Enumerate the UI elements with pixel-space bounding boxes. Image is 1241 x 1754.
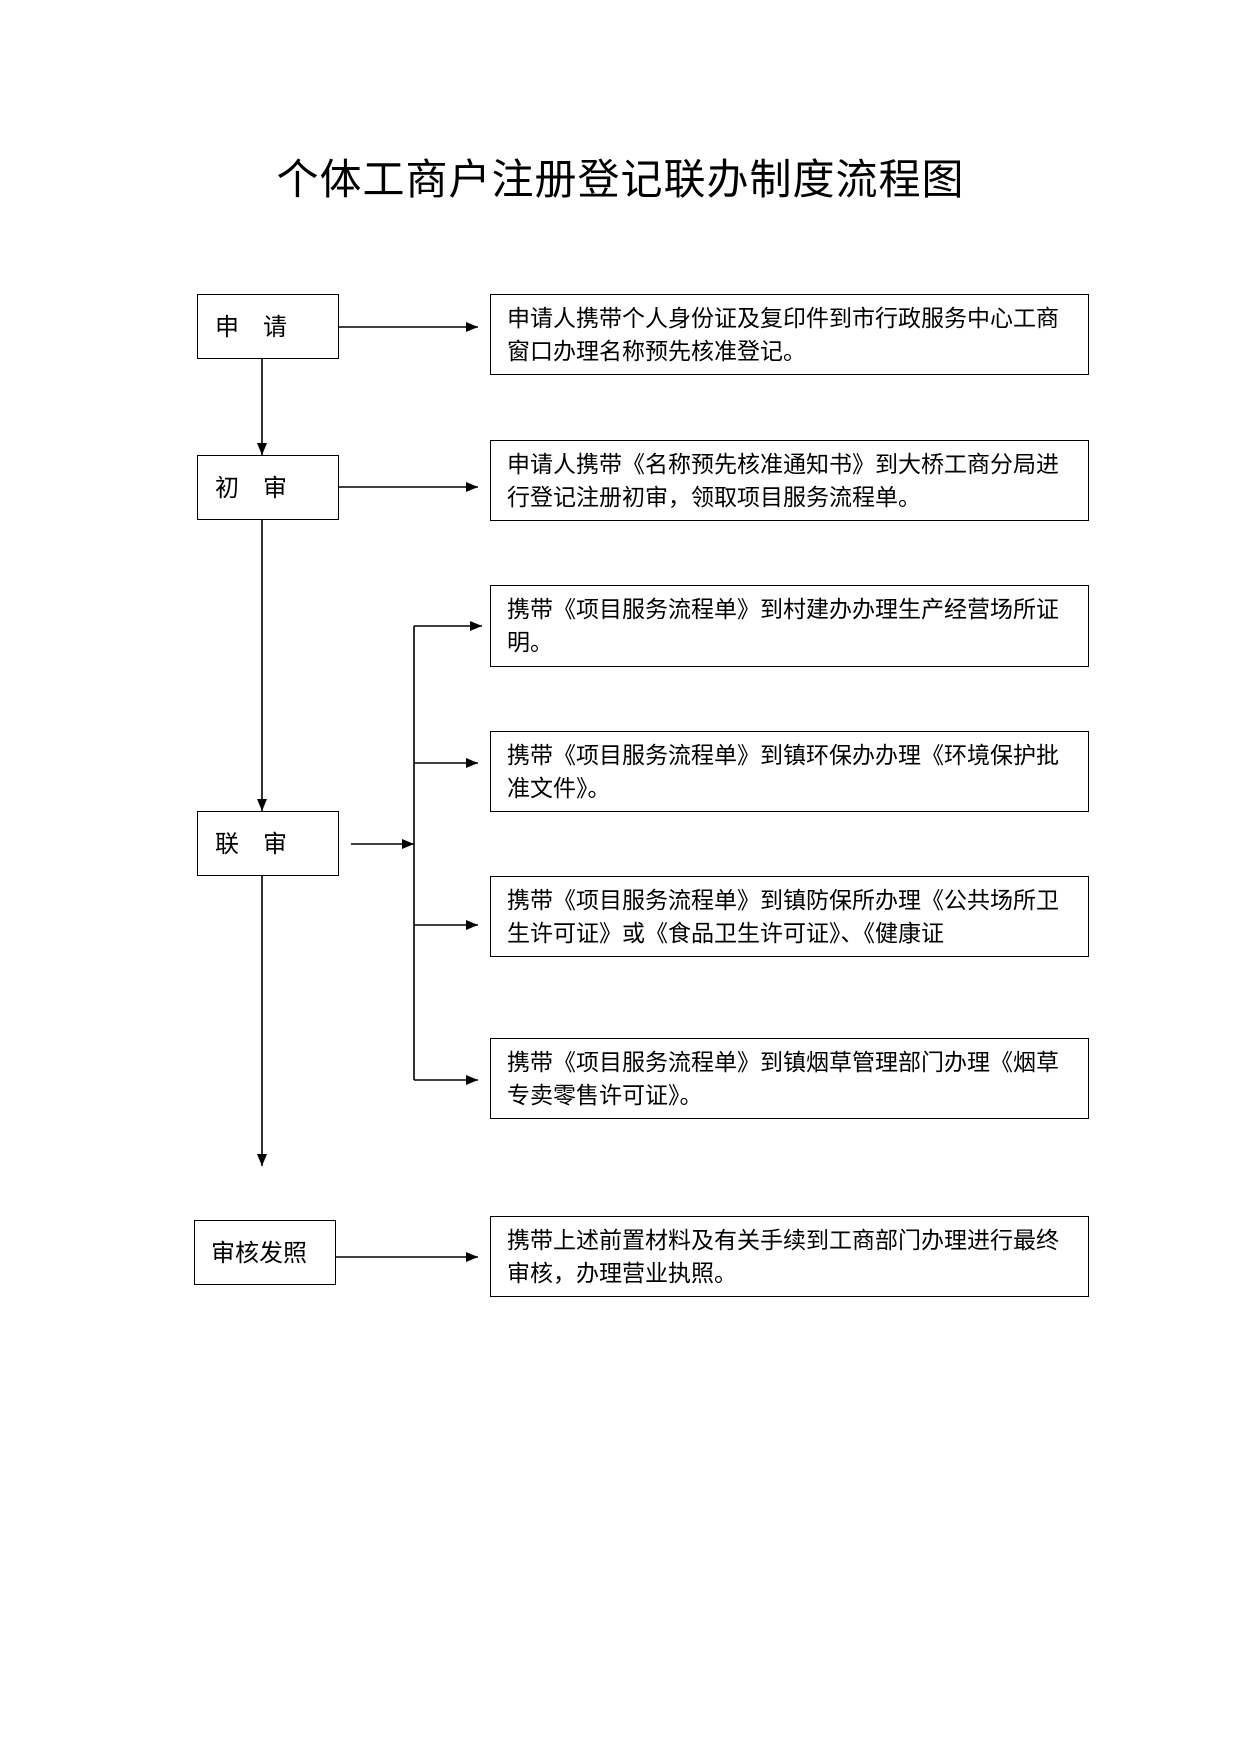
desc-joint-health: 携带《项目服务流程单》到镇防保所办理《公共场所卫生许可证》或《食品卫生许可证》、… (490, 876, 1089, 957)
desc-joint-environment: 携带《项目服务流程单》到镇环保办办理《环境保护批准文件》。 (490, 731, 1089, 812)
stage-joint-review: 联 审 (197, 811, 339, 876)
desc-initial-review: 申请人携带《名称预先核准通知书》到大桥工商分局进行登记注册初审，领取项目服务流程… (490, 440, 1089, 521)
stage-approve-issue: 审核发照 (194, 1220, 336, 1285)
stage-apply: 申 请 (197, 294, 339, 359)
stage-initial-review: 初 审 (197, 455, 339, 520)
desc-joint-tobacco: 携带《项目服务流程单》到镇烟草管理部门办理《烟草专卖零售许可证》。 (490, 1038, 1089, 1119)
desc-apply: 申请人携带个人身份证及复印件到市行政服务中心工商窗口办理名称预先核准登记。 (490, 294, 1089, 375)
page-title: 个体工商户注册登记联办制度流程图 (276, 155, 965, 204)
desc-approve-issue: 携带上述前置材料及有关手续到工商部门办理进行最终审核，办理营业执照。 (490, 1216, 1089, 1297)
desc-joint-village: 携带《项目服务流程单》到村建办办理生产经营场所证明。 (490, 585, 1089, 667)
